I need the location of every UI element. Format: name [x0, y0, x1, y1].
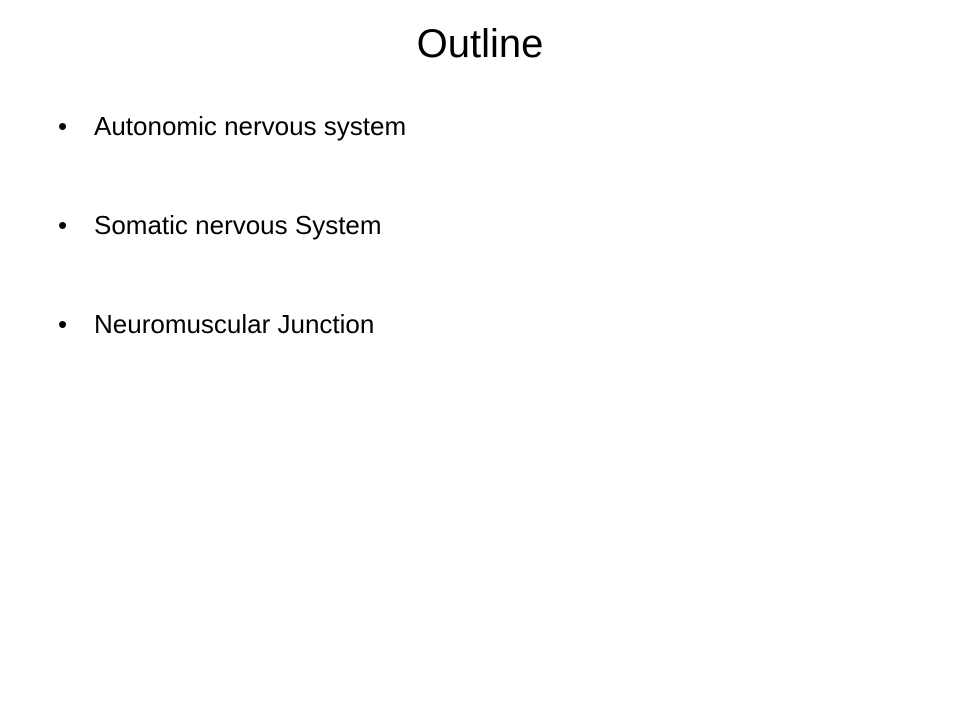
list-item-text: Somatic nervous System	[94, 210, 382, 240]
bullet-dot-icon: •	[58, 111, 68, 141]
slide-title: Outline	[416, 22, 544, 66]
list-item: • Somatic nervous System	[58, 203, 406, 247]
list-item: • Autonomic nervous system	[58, 104, 406, 148]
list-item: • Neuromuscular Junction	[58, 302, 406, 346]
list-item-text: Neuromuscular Junction	[94, 309, 375, 339]
bullet-dot-icon: •	[58, 309, 68, 339]
list-item-text: Autonomic nervous system	[94, 111, 407, 141]
bullet-dot-icon: •	[58, 210, 68, 240]
bullet-list: • Autonomic nervous system • Somatic ner…	[58, 104, 406, 401]
